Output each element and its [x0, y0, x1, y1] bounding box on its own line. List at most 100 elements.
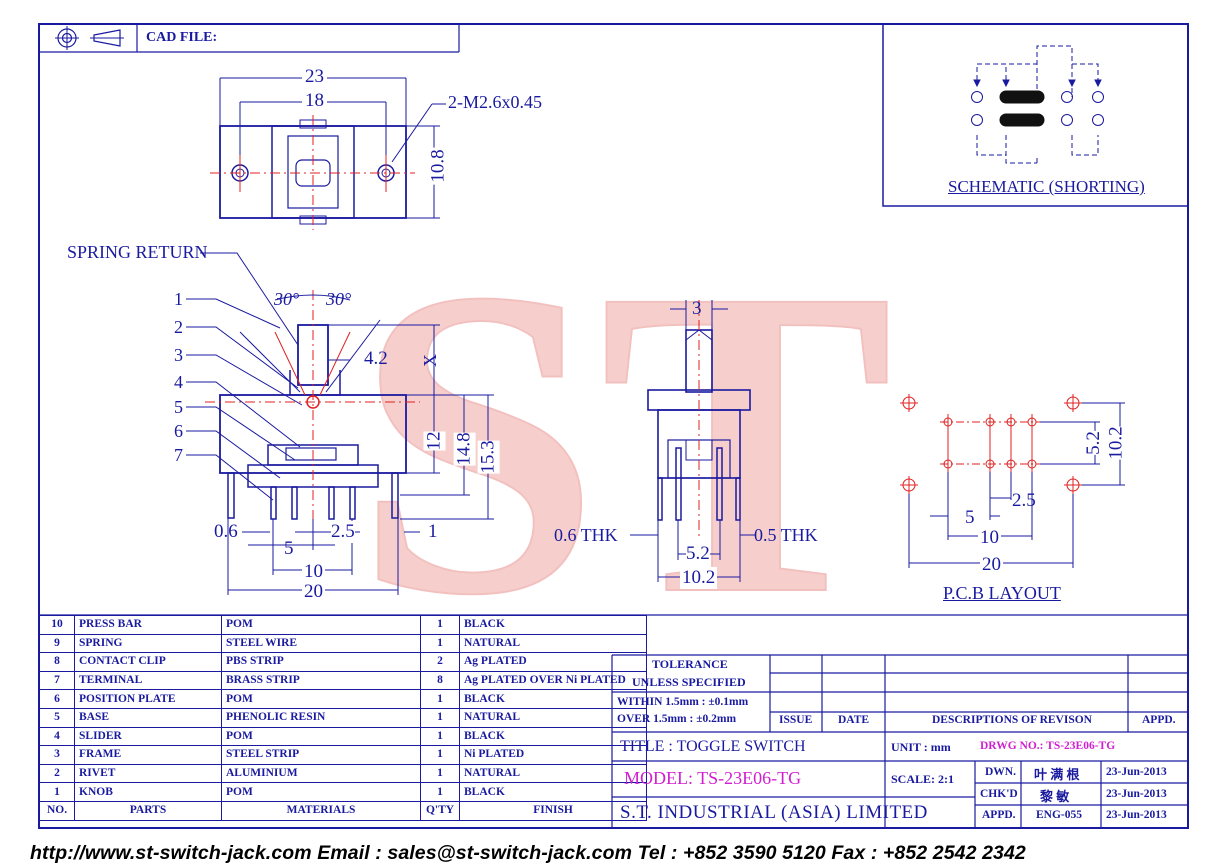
bom-cell-qty: 1 [420, 745, 460, 765]
bom-cell-finish: Ag PLATED OVER Ni PLATED [459, 670, 647, 691]
dim-end-10-2: 10.2 [680, 567, 718, 589]
thk-right: 0.5 THK [754, 525, 818, 545]
pcb-layout [900, 394, 1125, 568]
bom-cell-part: KNOB [74, 782, 222, 802]
dwn-label: DWN. [985, 766, 1016, 778]
appd-date: 23-Jun-2013 [1106, 809, 1167, 821]
sheet-border [38, 23, 1189, 829]
cad-file-label: CAD FILE: [146, 30, 218, 45]
bom-cell-material: BRASS STRIP [221, 670, 421, 691]
bom-cell-no: 2 [39, 763, 75, 784]
tolerance-title: TOLERANCE [652, 657, 728, 671]
pcb-dim-10: 10 [978, 527, 1001, 549]
dim-lever-x: X [420, 354, 440, 367]
rev-date: DATE [838, 714, 870, 726]
bom-cell-part: POSITION PLATE [74, 689, 222, 709]
bom-cell-part: SPRING [74, 633, 222, 654]
bom-cell-qty: Q'TY [420, 800, 460, 821]
bom-cell-qty: 1 [420, 763, 460, 784]
bom-cell-no: 8 [39, 652, 75, 672]
chkd-name: 黎 敏 [1040, 789, 1070, 804]
bom-cell-part: FRAME [74, 745, 222, 765]
bom-cell-finish: NATURAL [459, 763, 647, 784]
bom-cell-qty: 1 [420, 782, 460, 802]
unit-label: UNIT : mm [891, 740, 951, 754]
bom-cell-finish: BLACK [459, 726, 647, 747]
schematic-title: SCHEMATIC (SHORTING) [948, 177, 1145, 196]
svg-text:ST: ST [355, 199, 893, 686]
dim-top-23: 23 [302, 66, 327, 88]
appd-label: APPD. [982, 809, 1016, 821]
bom-cell-qty: 8 [420, 670, 460, 691]
bom-cell-finish: NATURAL [459, 633, 647, 654]
footer-contact: http://www.st-switch-jack.com Email : sa… [30, 842, 1026, 864]
callout-4: 4 [174, 372, 183, 392]
bom-cell-part: TERMINAL [74, 670, 222, 691]
bom-cell-material: PBS STRIP [221, 652, 421, 672]
bom-cell-part: BASE [74, 707, 222, 728]
bom-cell-qty: 1 [420, 633, 460, 654]
holes-note: 2-M2.6x0.45 [448, 92, 542, 112]
schematic-diagram [971, 45, 1104, 164]
callout-2: 2 [174, 317, 183, 337]
st-watermark: ST [354, 198, 894, 687]
pcb-dim-20: 20 [980, 554, 1003, 576]
dim-top-18: 18 [302, 90, 327, 112]
chkd-label: CHK'D [980, 788, 1018, 800]
bom-cell-material: STEEL WIRE [221, 633, 421, 654]
bom-cell-finish: BLACK [459, 615, 647, 635]
bom-cell-no: NO. [39, 800, 75, 821]
dim-end-3: 3 [692, 298, 702, 319]
dim-pin-thk: 0.6 [214, 521, 238, 542]
bom-cell-part: PRESS BAR [74, 615, 222, 635]
side-view [186, 252, 494, 595]
callout-1: 1 [174, 289, 183, 309]
callout-6: 6 [174, 421, 183, 441]
bom-cell-finish: FINISH [459, 800, 647, 821]
bom-cell-no: 7 [39, 670, 75, 691]
rev-desc: DESCRIPTIONS OF REVISON [932, 714, 1092, 726]
dim-pin-2-5: 2.5 [331, 521, 355, 543]
schematic-box [882, 23, 1189, 207]
pcb-title: P.C.B LAYOUT [943, 583, 1061, 603]
bom-cell-qty: 1 [420, 726, 460, 747]
dim-side-5: 5 [284, 538, 294, 559]
projection-symbol-icon [55, 26, 124, 50]
dim-height-15-3: 15.3 [477, 440, 500, 474]
bom-cell-material: MATERIALS [221, 800, 421, 821]
dwn-name: 叶 满 根 [1034, 767, 1080, 782]
title-block-lines [39, 614, 1188, 828]
tolerance-sub: UNLESS SPECIFIED [632, 675, 746, 689]
pcb-dim-5: 5 [965, 507, 975, 528]
bom-cell-finish: Ni PLATED [459, 745, 647, 765]
rev-issue: ISSUE [779, 714, 813, 726]
callout-5: 5 [174, 397, 183, 417]
dwn-date: 23-Jun-2013 [1106, 766, 1167, 778]
bom-cell-material: POM [221, 689, 421, 709]
bom-cell-qty: 1 [420, 615, 460, 635]
bom-cell-material: PHENOLIC RESIN [221, 707, 421, 728]
dim-pin-1: 1 [428, 521, 438, 542]
title-text: TITLE : TOGGLE SWITCH [620, 738, 806, 755]
bom-cell-finish: BLACK [459, 782, 647, 802]
model-text: MODEL: TS-23E06-TG [624, 768, 802, 788]
drwg-no: DRWG NO.: TS-23E06-TG [980, 740, 1116, 752]
spring-return-label: SPRING RETURN [67, 242, 208, 262]
bom-cell-part: CONTACT CLIP [74, 652, 222, 672]
thk-left: 0.6 THK [554, 525, 618, 545]
callout-7: 7 [174, 445, 183, 465]
bom-cell-no: 4 [39, 726, 75, 747]
angle-left: 30° [274, 289, 300, 309]
bom-cell-qty: 1 [420, 707, 460, 728]
bom-cell-no: 6 [39, 689, 75, 709]
bom-cell-part: RIVET [74, 763, 222, 784]
end-view [630, 300, 756, 582]
